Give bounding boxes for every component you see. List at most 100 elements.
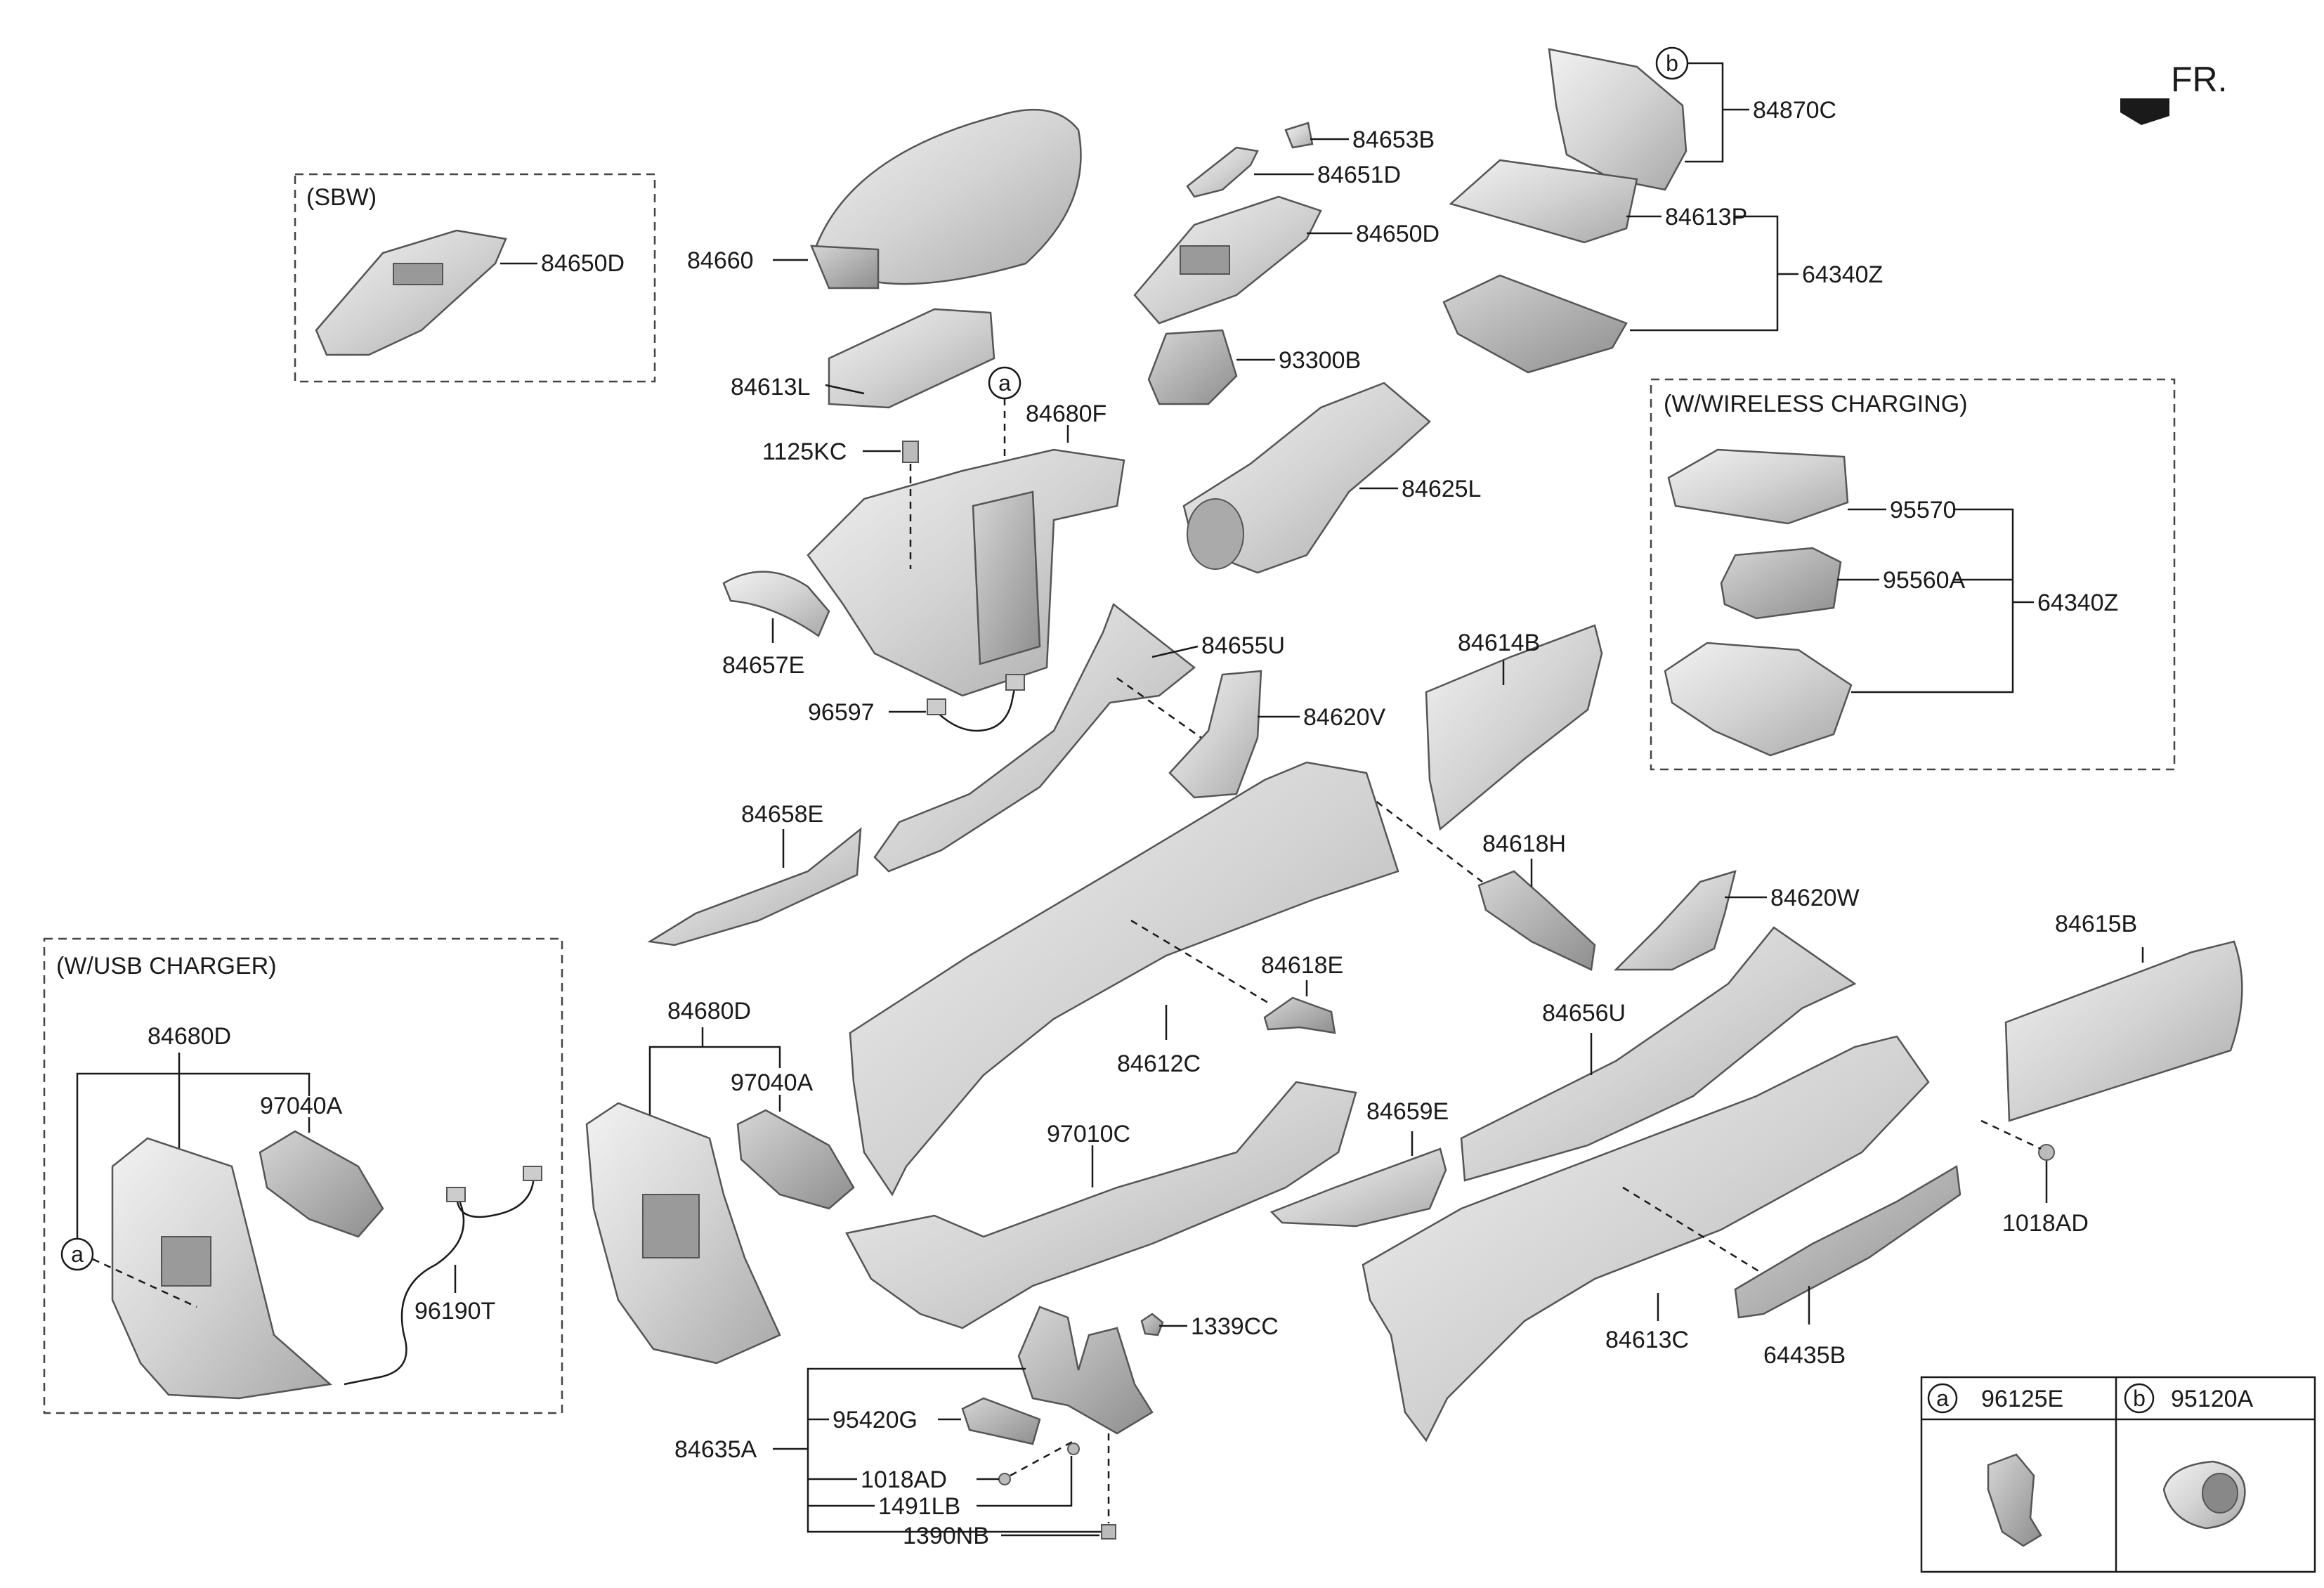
legend-callout-b <box>2124 1383 2155 1414</box>
part-label-84870c: 84870C <box>1753 97 1836 124</box>
console-side-84612c <box>849 761 1399 1197</box>
legend-border <box>1920 1376 2316 1573</box>
callout-a-console-label: a <box>998 370 1011 396</box>
nut-1339cc <box>1140 1313 1164 1336</box>
part-label-84650d-sbw: 84650D <box>541 250 625 277</box>
connector-96597-a <box>927 698 946 715</box>
screw-1018ad <box>998 1473 1011 1485</box>
part-label-97010c: 97010C <box>1047 1121 1130 1147</box>
charger-tray-64340z <box>1664 642 1853 757</box>
part-label-95560a: 95560A <box>1883 567 1966 594</box>
part-label-1018ad-right: 1018AD <box>2002 1210 2089 1237</box>
wire-96597 <box>934 684 1017 732</box>
part-label-1339cc: 1339CC <box>1191 1313 1279 1340</box>
part-label-84651d: 84651D <box>1317 162 1401 188</box>
part-label-64340z-wc: 64340Z <box>2037 590 2118 616</box>
legend-callout-a-label: a <box>1936 1386 1949 1411</box>
usb-group-title: (W/USB CHARGER) <box>56 953 277 980</box>
usb-opening <box>161 1236 211 1287</box>
armrest-pad <box>828 308 995 409</box>
part-label-84618e: 84618E <box>1261 952 1343 979</box>
screw-1125kc <box>902 441 919 463</box>
part-label-64340z-top: 64340Z <box>1802 261 1883 288</box>
charger-pad-95570 <box>1667 448 1849 525</box>
part-label-64435b: 64435B <box>1763 1342 1846 1369</box>
bracket-84618h <box>1477 870 1596 971</box>
part-label-1491lb: 1491LB <box>878 1493 960 1520</box>
part-label-1125kc: 1125KC <box>762 438 847 465</box>
rear-vent-opening <box>642 1194 700 1258</box>
console-box-84680f <box>807 448 1125 697</box>
part-label-97040a: 97040A <box>731 1069 814 1096</box>
dash-1018ad-right <box>1980 1119 2042 1150</box>
part-label-84618h: 84618H <box>1482 831 1566 857</box>
power-socket-opening <box>2202 1473 2238 1514</box>
trim-84651d <box>1186 146 1259 198</box>
leader-84613l <box>825 384 865 395</box>
mat-84613p <box>1449 159 1638 244</box>
switch-93300b <box>1147 329 1238 405</box>
leader-84655u <box>1151 645 1199 658</box>
bracket-lines-64340z-top <box>1630 215 1779 332</box>
connector-96190t-a <box>446 1187 466 1202</box>
part-label-95570: 95570 <box>1890 497 1957 523</box>
shift-bezel-opening-2 <box>1180 245 1230 275</box>
part-label-84680d-usb: 84680D <box>148 1023 231 1050</box>
trim-84656u <box>1460 926 1857 1182</box>
wire-96190t-branch <box>455 1173 535 1218</box>
trim-84655u <box>873 602 1196 873</box>
part-label-84615b: 84615B <box>2055 911 2137 937</box>
wireless-group-box <box>1650 378 2176 771</box>
part-label-84613l: 84613L <box>731 374 810 401</box>
sbw-group-title: (SBW) <box>306 184 377 211</box>
bracket-84618e <box>1263 996 1336 1034</box>
rear-vent-cover-usb <box>111 1137 332 1400</box>
part-label-84656u: 84656U <box>1542 1000 1626 1027</box>
dash-64435b <box>1622 1186 1761 1273</box>
part-label-84620w: 84620W <box>1770 885 1860 911</box>
vent-97040a-usb <box>259 1130 384 1238</box>
cup-opening-1 <box>1187 498 1244 570</box>
trim-84620v <box>1168 670 1262 799</box>
bracket-64435b <box>1734 1164 1961 1319</box>
callout-a-usb <box>60 1237 94 1271</box>
part-label-84680f: 84680F <box>1026 401 1106 427</box>
bracket-lines-84635a <box>807 1367 1110 1533</box>
module-95420g <box>961 1397 1041 1445</box>
dash-1018ad <box>1010 1439 1076 1477</box>
part-label-93300b: 93300B <box>1279 347 1361 374</box>
armrest-hinge <box>810 245 880 289</box>
panel-84614b <box>1425 624 1603 831</box>
leader-1491lb <box>977 1456 1073 1507</box>
pad-1390nb <box>1101 1524 1116 1540</box>
wireless-group-title: (W/WIRELESS CHARGING) <box>1664 391 1968 417</box>
part-label-84659e: 84659E <box>1366 1098 1449 1125</box>
part-label-84613c: 84613C <box>1605 1327 1689 1353</box>
legend-table: a 96125E b 95120A <box>1920 1376 2316 1573</box>
dash-84618e <box>1130 919 1272 1006</box>
trim-84620w <box>1613 870 1737 971</box>
trim-84657e <box>722 571 830 637</box>
bracket-lines-84680d <box>648 1046 781 1117</box>
console-side-84613c <box>1362 1035 1930 1443</box>
bracket-lines-84870c <box>1685 62 1724 163</box>
usb-port-96125e <box>1987 1453 2042 1547</box>
part-label-96190t: 96190T <box>414 1298 495 1325</box>
legend-part-a: 96125E <box>1981 1386 2063 1412</box>
part-label-84620v: 84620V <box>1303 704 1386 731</box>
callout-b-top-label: b <box>1666 51 1678 76</box>
part-label-84650d: 84650D <box>1356 221 1440 247</box>
part-label-84660: 84660 <box>687 247 754 274</box>
front-arrow-icon <box>2120 98 2169 125</box>
bracket-lines-84680d-usb <box>76 1072 311 1254</box>
wire-96190t <box>344 1194 465 1386</box>
legend-callout-a <box>1927 1383 1958 1414</box>
part-label-84653b: 84653B <box>1352 126 1435 153</box>
trim-84659e <box>1269 1147 1447 1228</box>
part-label-1390nb: 1390NB <box>903 1523 989 1549</box>
part-label-84680d: 84680D <box>667 998 751 1024</box>
connector-96190t-b <box>523 1166 542 1181</box>
part-label-84655u: 84655U <box>1201 632 1285 659</box>
charger-module-95560a <box>1720 547 1842 620</box>
